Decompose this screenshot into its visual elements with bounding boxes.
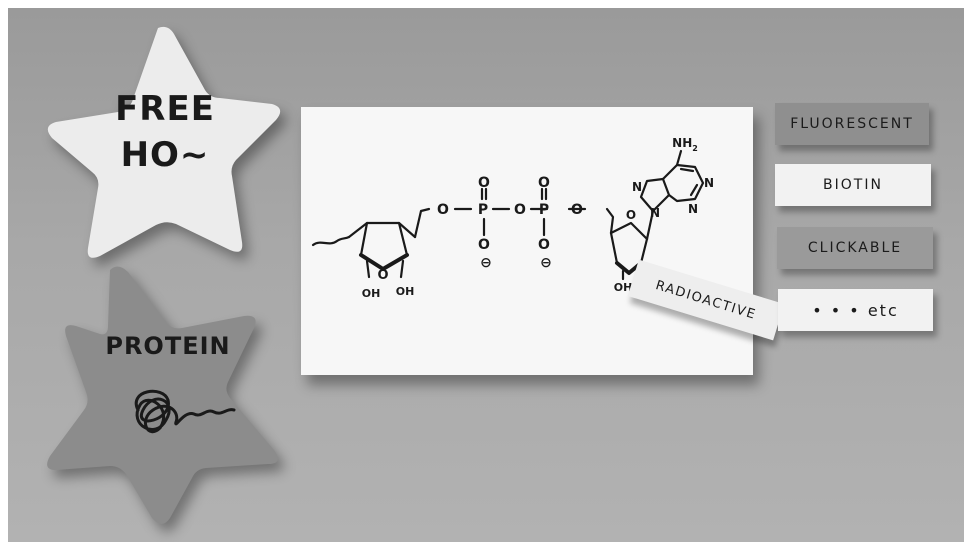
- atp-structure-drawing: O P O P O O O O O ⊖ ⊖ O OH OH OH O N N N…: [311, 136, 714, 300]
- minus-charge-2: ⊖: [540, 255, 552, 271]
- n9-label: N: [650, 206, 660, 220]
- o-ring-sugar: O: [377, 268, 388, 283]
- o-link-2: O: [514, 202, 526, 218]
- protein-text: PROTEIN: [105, 332, 231, 360]
- star-note-protein: PROTEIN: [38, 260, 298, 530]
- free-text: FREE: [115, 89, 215, 129]
- o-ring-2: O: [538, 237, 550, 253]
- o-link-1: O: [437, 202, 449, 218]
- o-ring-right-sugar: O: [626, 208, 636, 222]
- protein-scribble-icon: [134, 389, 236, 434]
- star-note-free-hydroxyl: FREE HO~: [40, 20, 290, 270]
- phosphorus-2: P: [539, 202, 549, 218]
- oh-bottom: OH: [614, 281, 633, 294]
- ho-text: HO~: [120, 134, 210, 175]
- nh2-label: NH2: [672, 136, 698, 153]
- star-shape-top: [47, 26, 281, 258]
- n3-label: N: [688, 202, 698, 216]
- n7-label: N: [632, 180, 642, 194]
- o-top-1: O: [478, 175, 490, 191]
- photo-frame: FREE HO~ PROTEIN: [8, 8, 964, 542]
- star-label-top: FREE HO~: [70, 89, 260, 175]
- tag-etc: • • • etc: [778, 289, 933, 331]
- o-link-3: O: [571, 202, 583, 218]
- n1-label: N: [704, 176, 714, 190]
- minus-charge-1: ⊖: [480, 255, 492, 271]
- oh-left: OH: [362, 287, 381, 300]
- atp-structure-card: O P O P O O O O O ⊖ ⊖ O OH OH OH O N N N…: [301, 107, 753, 375]
- o-top-2: O: [538, 175, 550, 191]
- o-ring-1: O: [478, 237, 490, 253]
- tag-clickable: CLICKABLE: [777, 227, 933, 269]
- oh-right: OH: [396, 285, 415, 298]
- phosphorus-1: P: [478, 202, 488, 218]
- tag-biotin: BIOTIN: [775, 164, 931, 206]
- tag-fluorescent: FLUORESCENT: [775, 103, 929, 145]
